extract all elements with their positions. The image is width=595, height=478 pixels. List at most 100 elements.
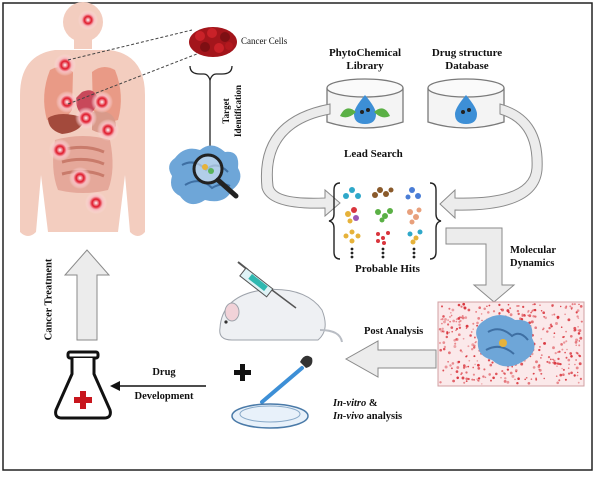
solvent-dot: [467, 308, 471, 312]
solvent-dot: [532, 303, 534, 306]
solvent-dot: [562, 373, 565, 376]
solvent-dot: [477, 363, 480, 367]
solvent-dot: [542, 311, 546, 315]
solvent-dot: [540, 372, 543, 375]
target-identification-label: Target Identification: [212, 82, 243, 146]
lead-search-arrow-right: [439, 103, 543, 220]
solvent-dot: [504, 377, 507, 380]
solvent-dot: [476, 321, 479, 325]
solvent-dot: [472, 328, 475, 331]
solvent-dot: [472, 322, 475, 325]
solvent-dot: [573, 326, 577, 330]
solvent-dot: [535, 378, 538, 381]
drug-development-arrowhead: [110, 381, 120, 391]
solvent-dot: [525, 376, 528, 379]
solvent-dot: [528, 314, 532, 318]
solvent-dot: [460, 305, 463, 308]
solvent-dot: [475, 341, 477, 343]
solvent-dot: [535, 377, 537, 380]
solvent-dot: [450, 373, 452, 376]
drug-development-label: Drug Development: [122, 366, 206, 404]
lab-mouse-icon: [219, 288, 343, 343]
invitro-line: In-vitro &: [333, 397, 402, 410]
solvent-dot: [539, 304, 541, 307]
solvent-dot: [464, 316, 468, 319]
solvent-dot: [548, 326, 551, 330]
solvent-dot: [534, 326, 538, 330]
molecular-dynamics-label: Molecular Dynamics: [510, 244, 556, 270]
drug-database-title: Drug structure Database: [412, 47, 522, 73]
solvent-dot: [575, 311, 578, 314]
solvent-dot: [556, 381, 560, 385]
solvent-dot: [474, 363, 476, 366]
solvent-dot: [540, 354, 543, 357]
solvent-dot: [527, 314, 529, 317]
solvent-dot: [574, 363, 576, 366]
solvent-dot: [577, 332, 581, 335]
solvent-dot: [451, 330, 454, 333]
solvent-dot: [457, 317, 461, 320]
solvent-dot: [516, 305, 518, 307]
solvent-dot: [453, 338, 457, 342]
solvent-dot: [546, 330, 549, 333]
solvent-dot: [516, 309, 520, 313]
solvent-dot: [453, 345, 457, 348]
solvent-dot: [550, 325, 553, 328]
solvent-dot: [528, 321, 532, 324]
solvent-dot: [509, 371, 513, 375]
solvent-dot: [556, 365, 558, 367]
phytochemical-library-line2: Library: [346, 60, 384, 72]
solvent-dot: [457, 360, 461, 364]
zoom-line-bottom: [67, 51, 203, 105]
solvent-dot: [471, 348, 474, 351]
solvent-dot: [467, 345, 470, 348]
solvent-dot: [439, 348, 443, 352]
solvent-dot: [579, 377, 583, 381]
solvent-dot: [476, 324, 479, 327]
solvent-dot: [487, 311, 490, 314]
solvent-dot: [565, 305, 568, 308]
solvent-dot: [441, 322, 443, 325]
solvent-dot: [456, 366, 460, 369]
solvent-dot: [461, 376, 465, 380]
solvent-dot: [560, 326, 563, 328]
molecular-dynamics-line1: Molecular: [510, 245, 557, 256]
solvent-dot: [548, 361, 551, 365]
solvent-dot: [570, 371, 573, 375]
solvent-dot: [506, 380, 510, 384]
solvent-dot: [501, 370, 504, 373]
solvent-dot: [555, 322, 558, 325]
cancer-treatment-arrow: [63, 249, 111, 341]
solvent-dot: [565, 330, 567, 333]
solvent-dot: [488, 373, 492, 376]
solvent-dot: [463, 364, 466, 367]
solvent-dot: [443, 320, 446, 324]
solvent-dot: [565, 340, 568, 343]
invitro-text: In-vitro: [333, 398, 367, 409]
solvent-dot: [559, 373, 563, 377]
solvent-dot: [440, 305, 444, 308]
phytochemical-library-line1: PhytoChemical: [328, 47, 402, 59]
solvent-dot: [559, 305, 562, 308]
solvent-dot: [465, 380, 468, 382]
solvent-dot: [473, 379, 475, 381]
solvent-dot: [458, 326, 462, 330]
petri-dish-icon: [231, 403, 309, 429]
solvent-dot: [489, 363, 493, 367]
solvent-dot: [506, 368, 510, 371]
md-simulation-box-icon: [437, 301, 585, 387]
solvent-dot: [461, 316, 465, 320]
solvent-dot: [561, 348, 564, 351]
solvent-dot: [458, 320, 461, 323]
solvent-dot: [547, 356, 551, 359]
solvent-dot: [538, 368, 540, 371]
solvent-dot: [476, 378, 479, 380]
solvent-dot: [516, 381, 519, 385]
plus-icon: [234, 364, 251, 381]
target-identification-line2: Identification: [233, 85, 243, 138]
solvent-dot: [538, 348, 541, 352]
solvent-dot: [553, 336, 555, 338]
solvent-dot: [459, 349, 462, 352]
solvent-dot: [578, 340, 581, 342]
